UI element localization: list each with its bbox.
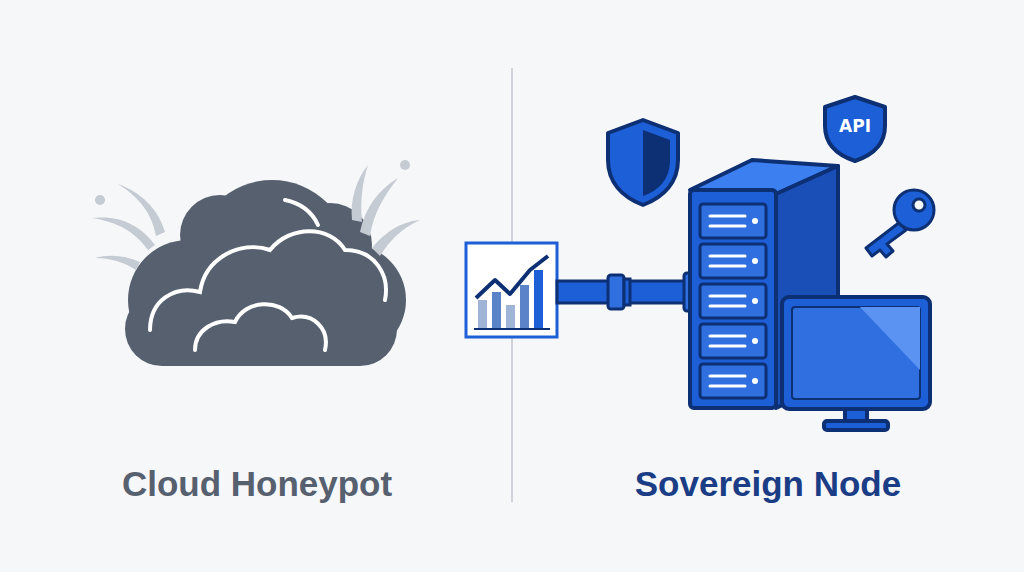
monitor-icon	[782, 297, 930, 430]
cloud-icon	[125, 180, 406, 366]
key-icon	[866, 190, 934, 257]
caption-label: Sovereign Node	[558, 464, 978, 504]
shield-icon	[608, 120, 678, 205]
api-shield: API	[821, 94, 889, 164]
data-pipe	[557, 273, 698, 311]
chart-box	[466, 243, 557, 337]
node-text: API	[839, 116, 871, 136]
leak-splash	[92, 160, 420, 270]
caption-label: Cloud Honeypot	[47, 464, 467, 504]
